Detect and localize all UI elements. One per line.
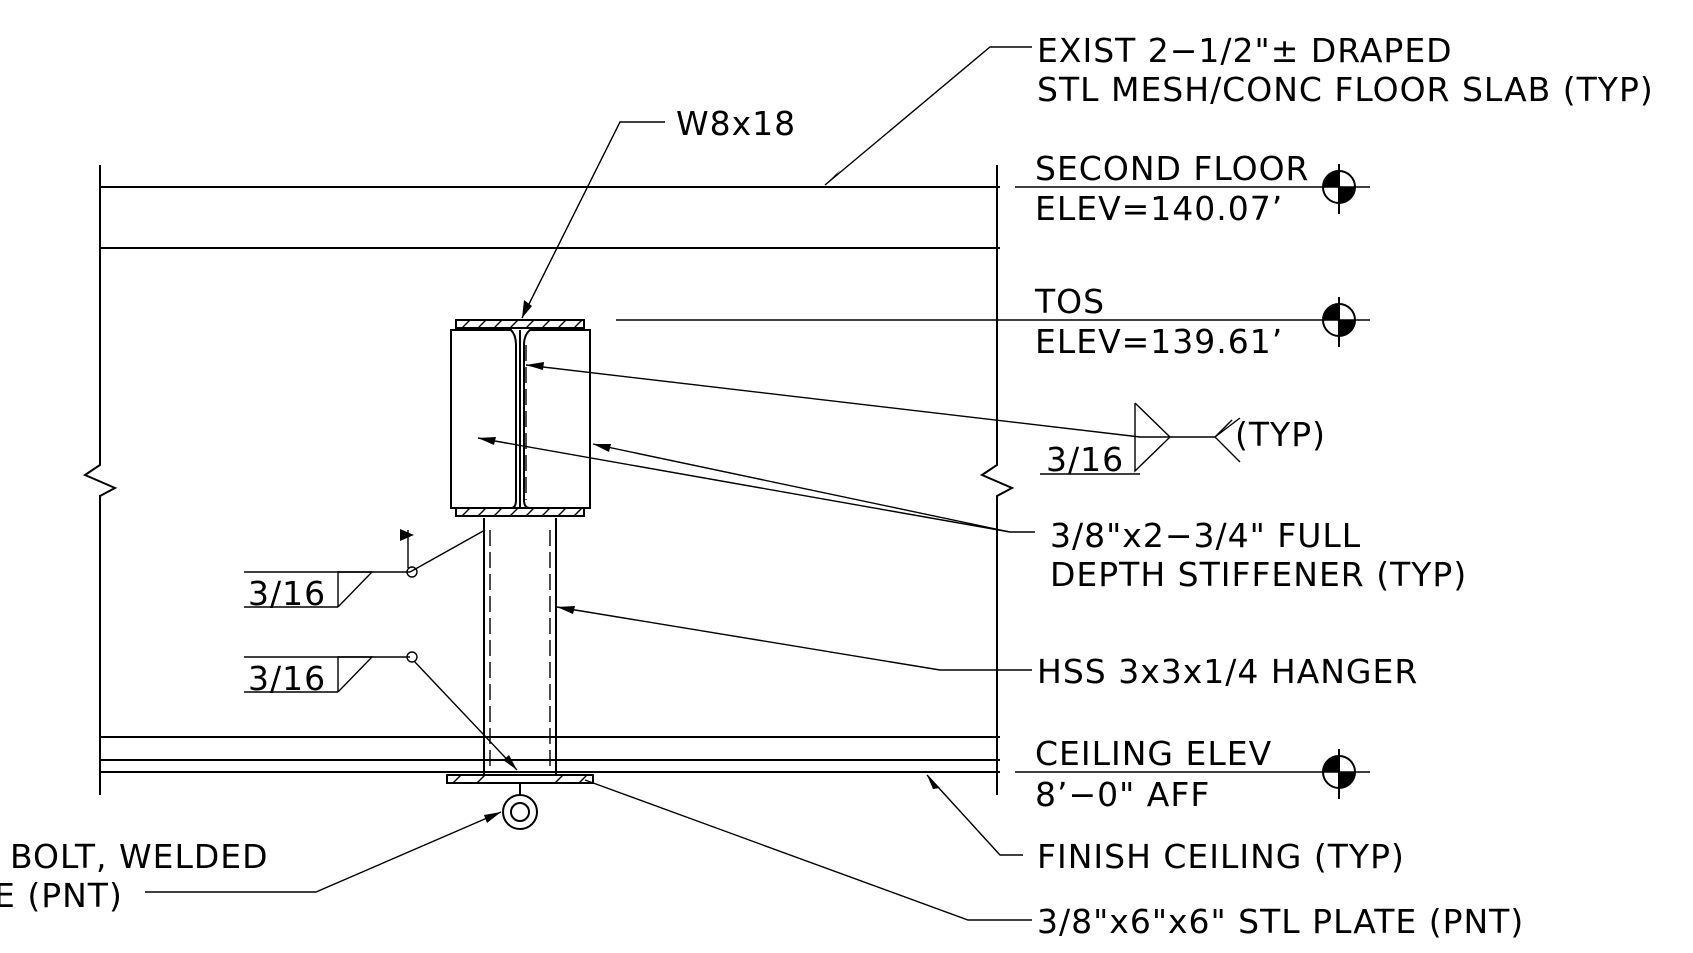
weld-size-right: 3/16 <box>1046 440 1124 479</box>
elevation-target-icon <box>1322 297 1356 347</box>
tos-label: TOS <box>1034 282 1105 321</box>
break-line-left <box>82 165 118 795</box>
elevation-target-icon <box>1322 749 1356 799</box>
second-floor-elevation: ELEV=140.07’ <box>1035 189 1283 228</box>
slab-label-line2: STL MESH/CONC FLOOR SLAB (TYP) <box>1037 70 1654 109</box>
ceiling-elev-value: 8’−0" AFF <box>1035 775 1210 814</box>
ceiling-elev-label: CEILING ELEV <box>1035 734 1272 773</box>
hanger-label: HSS 3x3x1/4 HANGER <box>1037 652 1418 691</box>
weld-size-left-upper: 3/16 <box>248 574 326 613</box>
steel-plate <box>446 774 594 784</box>
eye-bolt-label-line2: E (PNT) <box>0 876 123 915</box>
break-line-right <box>979 165 1015 795</box>
w8x18-beam-section <box>450 319 591 517</box>
tos-elevation: ELEV=139.61’ <box>1035 322 1283 361</box>
elevation-target-icon <box>1322 164 1356 214</box>
second-floor-label: SECOND FLOOR <box>1035 149 1309 188</box>
weld-size-left-lower: 3/16 <box>248 659 326 698</box>
slab-label-line1: EXIST 2−1/2"± DRAPED <box>1037 31 1453 70</box>
stiffener-label-line2: DEPTH STIFFENER (TYP) <box>1050 555 1467 594</box>
plate-label: 3/8"x6"x6" STL PLATE (PNT) <box>1037 902 1524 941</box>
eye-bolt-label-line1: BOLT, WELDED <box>10 837 269 876</box>
finish-ceiling-label: FINISH CEILING (TYP) <box>1037 837 1405 876</box>
beam-label: W8x18 <box>676 104 796 143</box>
weld-symbol-left-upper <box>244 529 486 608</box>
leader-lines <box>145 46 1370 921</box>
hss-hanger <box>483 518 557 775</box>
floor-slab <box>100 186 1000 249</box>
weld-symbol-right <box>1040 402 1241 475</box>
weld-symbol-left-lower <box>244 651 518 771</box>
eye-bolt <box>502 783 538 830</box>
weld-typ-label: (TYP) <box>1235 415 1326 454</box>
stiffener-label-line1: 3/8"x2−3/4" FULL <box>1050 516 1361 555</box>
